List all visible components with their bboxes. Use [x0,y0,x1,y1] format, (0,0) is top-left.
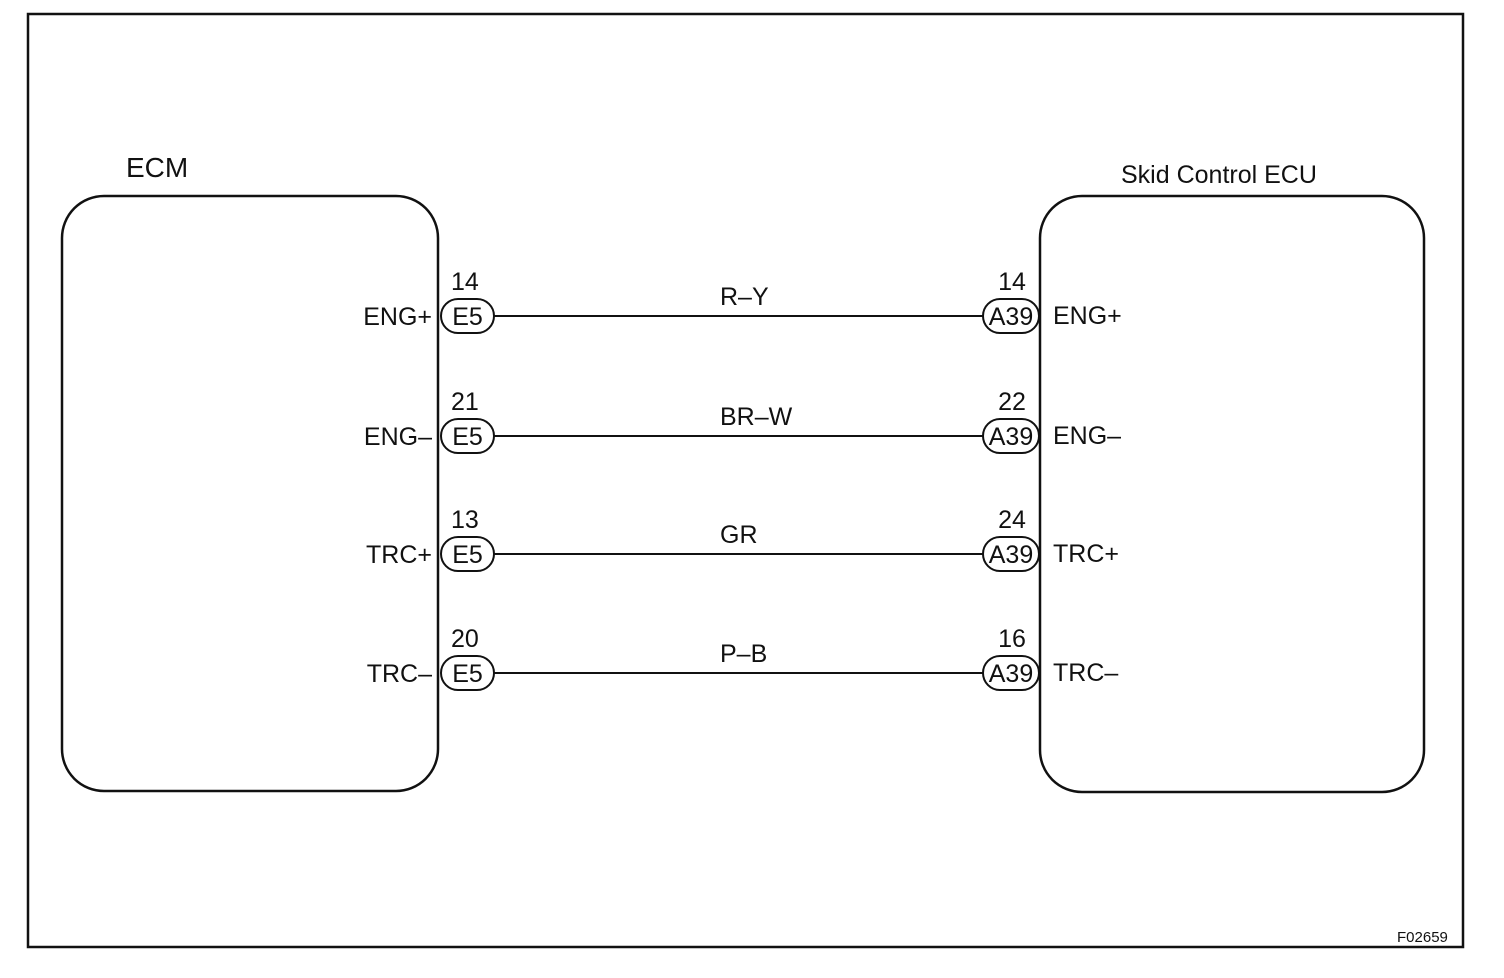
ecm-title: ECM [126,152,188,183]
ecm-signal-label: ENG– [364,423,432,451]
skid-ecu-connector-badge [982,418,1040,454]
skid-ecu-signal-label: TRC– [1053,659,1118,687]
wire-color-label: P–B [720,640,767,668]
ecm-pin-number: 14 [451,268,479,296]
ecm-signal-label: TRC+ [366,541,432,569]
ecm-connector-code: E5 [452,660,483,688]
skid-ecu-pin-number: 16 [998,625,1026,653]
skid-ecu-pin-number: 22 [998,388,1026,416]
skid-ecu-connector-badge [982,536,1040,572]
ecm-connector-code: E5 [452,303,483,331]
skid-ecu-signal-label: TRC+ [1053,540,1119,568]
ecm-signal-label: TRC– [367,660,432,688]
skid-control-ecu-box [1038,194,1426,794]
ecm-connector-badge [440,298,495,334]
skid-ecu-connector-badge [982,655,1040,691]
ecm-connector-badge [440,655,495,691]
wire-color-label: BR–W [720,403,793,431]
ecm-pin-number: 13 [451,506,479,534]
skid-ecu-signal-label: ENG+ [1053,302,1122,330]
ecm-connector-code: E5 [452,541,483,569]
ecm-box [60,194,440,793]
skid-control-ecu-title: Skid Control ECU [1121,161,1317,189]
ecm-connector-code: E5 [452,423,483,451]
ecm-pin-number: 21 [451,388,479,416]
wire-color-label: R–Y [720,283,769,311]
diagram-frame [26,12,1465,949]
skid-ecu-pin-number: 14 [998,268,1026,296]
skid-ecu-connector-code: A39 [989,303,1033,331]
figure-id: F02659 [1397,929,1448,946]
skid-ecu-connector-code: A39 [989,423,1033,451]
ecm-connector-badge [440,536,495,572]
skid-ecu-connector-badge [982,298,1040,334]
ecm-pin-number: 20 [451,625,479,653]
skid-ecu-signal-label: ENG– [1053,422,1121,450]
skid-ecu-pin-number: 24 [998,506,1026,534]
wire-color-label: GR [720,521,758,549]
skid-ecu-connector-code: A39 [989,541,1033,569]
ecm-signal-label: ENG+ [363,303,432,331]
ecm-connector-badge [440,418,495,454]
skid-ecu-connector-code: A39 [989,660,1033,688]
